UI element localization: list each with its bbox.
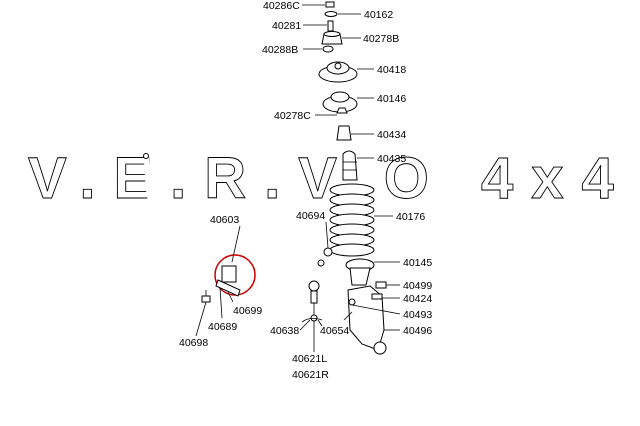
washer-40493 — [348, 298, 356, 306]
label-40288b: 40288B — [262, 44, 298, 56]
label-40145: 40145 — [403, 257, 432, 269]
knuckle-40496 — [347, 285, 385, 351]
label-40424: 40424 — [403, 293, 432, 305]
label-40621l: 40621L — [292, 353, 327, 365]
bushing-40278c — [336, 107, 348, 114]
bumpstop-40434 — [336, 125, 352, 141]
boot-40435 — [342, 150, 358, 181]
nut-40694 — [323, 247, 333, 257]
bolt-40698 — [201, 290, 211, 303]
bushing-40699 — [221, 265, 237, 283]
label-40603: 40603 — [210, 214, 239, 226]
label-40286c: 40286C — [263, 0, 300, 12]
label-40496: 40496 — [403, 325, 432, 337]
bushing-40281 — [327, 20, 334, 32]
label-40418: 40418 — [377, 64, 406, 76]
link-end — [317, 259, 325, 267]
washer-40162 — [324, 11, 338, 17]
link-40621 — [301, 280, 323, 340]
label-40281: 40281 — [272, 20, 301, 32]
label-40434: 40434 — [377, 129, 406, 141]
label-40493: 40493 — [403, 309, 432, 321]
label-40146-top: 40146 — [377, 93, 406, 105]
label-40435: 40435 — [377, 153, 406, 165]
label-40694: 40694 — [296, 210, 325, 222]
watermark-text: V.E.R.V.O 4x4 — [28, 146, 632, 211]
nut-40286c — [325, 1, 335, 8]
label-40278b: 40278B — [363, 33, 399, 45]
label-40499: 40499 — [403, 280, 432, 292]
label-40176: 40176 — [396, 211, 425, 223]
label-40689: 40689 — [208, 321, 237, 333]
label-40162: 40162 — [364, 9, 393, 21]
mount-40418-hole — [334, 62, 342, 70]
label-40278c: 40278C — [274, 110, 311, 122]
bolt-40499 — [375, 281, 387, 289]
label-40654: 40654 — [320, 325, 349, 337]
label-40698: 40698 — [179, 337, 208, 349]
strut-assembly — [318, 1, 387, 355]
washer-40288b — [322, 45, 334, 53]
stabilizer-bar-40603 — [143, 151, 320, 271]
label-40638: 40638 — [270, 325, 299, 337]
label-40699: 40699 — [233, 305, 262, 317]
seat-40146-top — [330, 91, 350, 103]
part-labels: 40286C 40162 40281 40278B 40288B 40418 4… — [179, 0, 432, 381]
bolt-40424 — [371, 293, 383, 300]
knuckle-hub — [373, 341, 387, 355]
spring-40176 — [329, 183, 375, 257]
bracket-40689 — [215, 279, 241, 297]
leader-lines — [195, 4, 401, 352]
cap-40278b-top — [323, 31, 341, 37]
strut-body — [349, 267, 371, 286]
label-40621r: 40621R — [292, 369, 329, 381]
